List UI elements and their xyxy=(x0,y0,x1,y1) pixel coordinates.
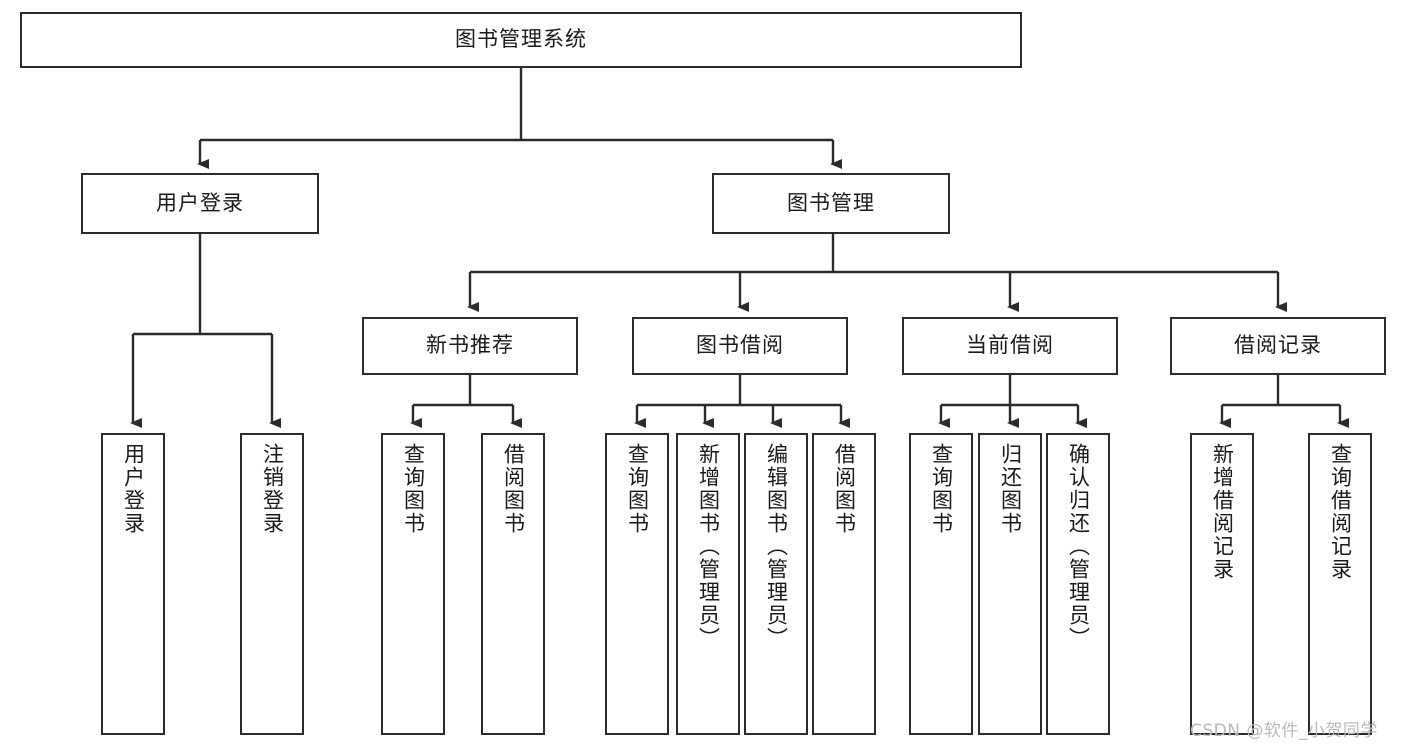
leaf-logout-label: 注销登录 xyxy=(260,443,285,535)
leaf-return-book-label: 归还图书 xyxy=(998,443,1023,535)
node-current-borrow-label: 当前借阅 xyxy=(966,333,1054,358)
leaf-query-book-current-label: 查询图书 xyxy=(929,443,954,535)
leaf-logout[interactable]: 注销登录 xyxy=(240,433,304,735)
node-book-borrow-label: 图书借阅 xyxy=(696,333,784,358)
node-new-book-recommend[interactable]: 新书推荐 xyxy=(362,317,578,375)
leaf-query-borrow-record-label: 查询借阅记录 xyxy=(1328,443,1353,581)
node-book-management-label: 图书管理 xyxy=(787,190,875,215)
node-borrow-record[interactable]: 借阅记录 xyxy=(1170,317,1386,375)
leaf-add-borrow-record-label: 新增借阅记录 xyxy=(1210,443,1235,581)
leaf-add-book-admin[interactable]: 新增图书（管理员） xyxy=(676,433,740,735)
csdn-watermark: CSDN @软件_小贺同学 xyxy=(1190,721,1378,741)
node-root[interactable]: 图书管理系统 xyxy=(20,12,1022,68)
leaf-query-borrow-record[interactable]: 查询借阅记录 xyxy=(1308,433,1372,735)
leaf-borrow-book-new-label: 借阅图书 xyxy=(501,443,526,535)
leaf-edit-book-admin[interactable]: 编辑图书（管理员） xyxy=(744,433,808,735)
leaf-borrow-book[interactable]: 借阅图书 xyxy=(812,433,876,735)
leaf-user-login-label: 用户登录 xyxy=(121,443,146,535)
leaf-query-book-borrow-label: 查询图书 xyxy=(625,443,650,535)
leaf-confirm-return-admin-label: 确认归还（管理员） xyxy=(1066,443,1091,650)
node-book-management[interactable]: 图书管理 xyxy=(712,173,950,234)
leaf-return-book[interactable]: 归还图书 xyxy=(978,433,1042,735)
leaf-add-book-admin-label: 新增图书（管理员） xyxy=(696,443,721,650)
node-root-label: 图书管理系统 xyxy=(455,27,587,52)
leaf-edit-book-admin-label: 编辑图书（管理员） xyxy=(764,443,789,650)
leaf-query-book-current[interactable]: 查询图书 xyxy=(909,433,973,735)
node-new-book-recommend-label: 新书推荐 xyxy=(426,333,514,358)
leaf-query-book-borrow[interactable]: 查询图书 xyxy=(605,433,669,735)
leaf-query-book-new-label: 查询图书 xyxy=(401,443,426,535)
leaf-user-login[interactable]: 用户登录 xyxy=(101,433,165,735)
leaf-confirm-return-admin[interactable]: 确认归还（管理员） xyxy=(1046,433,1110,735)
leaf-query-book-new[interactable]: 查询图书 xyxy=(381,433,445,735)
node-user-login-label: 用户登录 xyxy=(156,190,244,215)
node-book-borrow[interactable]: 图书借阅 xyxy=(632,317,848,375)
leaf-add-borrow-record[interactable]: 新增借阅记录 xyxy=(1190,433,1254,735)
node-user-login[interactable]: 用户登录 xyxy=(81,173,319,234)
node-borrow-record-label: 借阅记录 xyxy=(1234,333,1322,358)
leaf-borrow-book-label: 借阅图书 xyxy=(832,443,857,535)
leaf-borrow-book-new[interactable]: 借阅图书 xyxy=(481,433,545,735)
node-current-borrow[interactable]: 当前借阅 xyxy=(902,317,1118,375)
